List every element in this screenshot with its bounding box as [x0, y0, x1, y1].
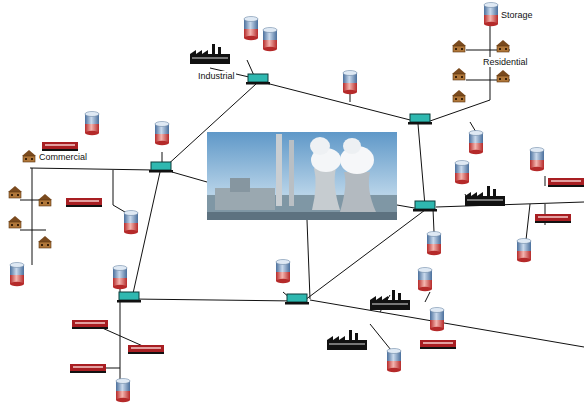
- area-label: Commercial: [38, 152, 88, 162]
- storage-cylinder: [530, 148, 544, 172]
- house: [496, 40, 510, 52]
- area-label: Residential: [482, 57, 529, 67]
- substation: [413, 201, 437, 212]
- house: [38, 236, 52, 248]
- grid-lines: [20, 22, 584, 386]
- storage-cylinder: [116, 379, 130, 403]
- house: [8, 216, 22, 228]
- storage-cylinder: [124, 211, 138, 235]
- substation: [246, 74, 270, 85]
- storage-cylinder: [276, 260, 290, 284]
- commercial-building: [535, 214, 571, 223]
- storage-cylinder: [113, 266, 127, 290]
- house: [8, 186, 22, 198]
- substation: [117, 292, 141, 303]
- factory: [190, 44, 230, 64]
- factory: [465, 186, 505, 206]
- house: [22, 150, 36, 162]
- house: [452, 40, 466, 52]
- commercial-building-symbols: [42, 142, 584, 373]
- storage-cylinder: [469, 131, 483, 155]
- commercial-building: [42, 142, 78, 151]
- storage-cylinder: [343, 71, 357, 95]
- house-symbols: [8, 40, 510, 248]
- storage-cylinder: [517, 239, 531, 263]
- house: [38, 194, 52, 206]
- storage-cylinder: [387, 349, 401, 373]
- storage-cylinder: [427, 232, 441, 256]
- house: [452, 90, 466, 102]
- storage-cylinder: [85, 112, 99, 136]
- factory: [327, 330, 367, 350]
- power-plant-photo: [207, 132, 397, 220]
- commercial-building: [66, 198, 102, 207]
- storage-symbols: [10, 3, 544, 403]
- commercial-building: [128, 345, 164, 354]
- substation: [285, 294, 309, 305]
- storage-cylinder: [455, 161, 469, 185]
- storage-cylinder: [430, 308, 444, 332]
- storage-cylinder: [263, 28, 277, 52]
- house: [496, 70, 510, 82]
- substation: [408, 114, 432, 125]
- factory-symbols: [190, 44, 505, 350]
- house: [452, 68, 466, 80]
- storage-cylinder: [484, 3, 498, 27]
- substation-symbols: [117, 74, 437, 305]
- area-label: Storage: [500, 10, 534, 20]
- area-label: Industrial: [197, 71, 236, 81]
- commercial-building: [70, 364, 106, 373]
- storage-cylinder: [10, 263, 24, 287]
- factory: [370, 290, 410, 310]
- commercial-building: [72, 320, 108, 329]
- commercial-building: [420, 340, 456, 349]
- substation: [149, 162, 173, 173]
- storage-cylinder: [418, 268, 432, 292]
- commercial-building: [548, 178, 584, 187]
- storage-cylinder: [155, 122, 169, 146]
- storage-cylinder: [244, 17, 258, 41]
